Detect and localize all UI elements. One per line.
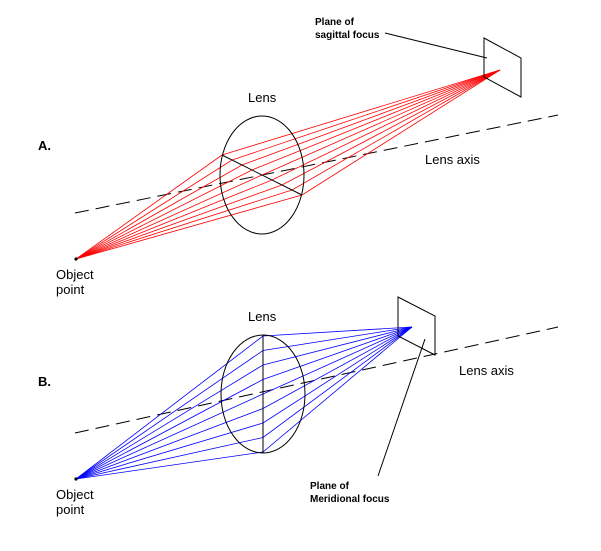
panel-b-label: B. (38, 374, 51, 389)
object-point-label-b-line2: point (56, 501, 85, 517)
meridional-ray-5 (75, 326, 413, 480)
sagittal-rays (75, 69, 501, 260)
sagittal-focus-plane (483, 37, 522, 98)
object-point-label-a-line1: Object (56, 267, 94, 282)
panel-a-sagittal (74, 32, 559, 261)
lens-axis-line-b (74, 326, 559, 434)
sagittal-plane-leader-line (384, 32, 488, 59)
object-point-dot-a (74, 257, 78, 261)
lens-label-b: Lens (248, 309, 277, 324)
lens-axis-label-b: Lens axis (459, 363, 514, 378)
meridional-plane-label-line1: Plane of (310, 481, 349, 492)
meridional-plane-leader-line (377, 338, 426, 477)
meridional-plane-label: Plane of Meridional focus (310, 481, 389, 506)
panel-b-meridional (74, 296, 559, 481)
object-point-label-a: Object point (56, 267, 94, 298)
object-point-label-b-line1: Object (56, 487, 94, 502)
object-point-label-a-line2: point (56, 281, 85, 297)
lens-outline-a (219, 115, 305, 235)
meridional-rays (75, 326, 413, 480)
lens-label-a: Lens (248, 90, 277, 105)
sagittal-plane-label-line2: sagittal focus (315, 29, 380, 41)
meridional-plane-label-line2: Meridional focus (310, 493, 390, 505)
object-point-dot-b (74, 477, 78, 481)
lens-axis-line-a (74, 114, 559, 214)
lens-axis-label-a: Lens axis (425, 152, 480, 167)
object-point-label-b: Object point (56, 487, 94, 518)
meridional-focus-plane (397, 296, 436, 356)
panel-a-label: A. (38, 138, 51, 153)
sagittal-plane-label-line1: Plane of (315, 17, 354, 28)
sagittal-plane-label: Plane of sagittal focus (315, 17, 379, 42)
lens-section-line-a (221, 154, 303, 196)
